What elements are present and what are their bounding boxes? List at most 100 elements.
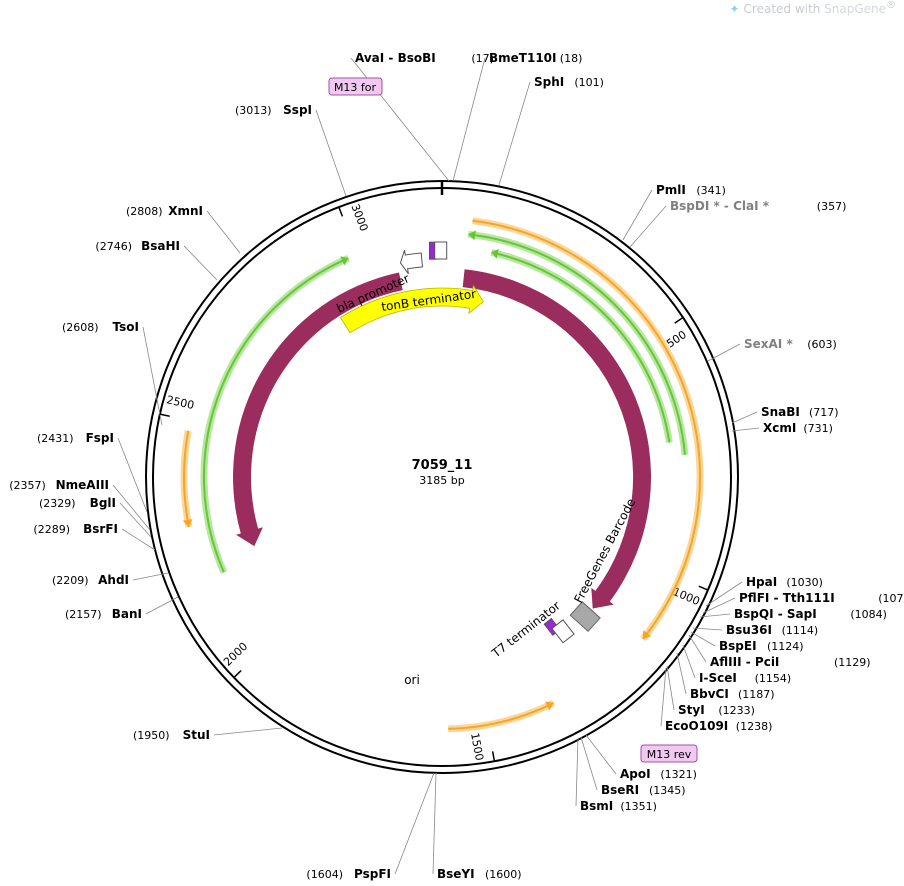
site-name: ApoI bbox=[620, 767, 651, 781]
site-position: (3013) bbox=[235, 104, 272, 117]
site-name: EcoO109I bbox=[665, 719, 728, 733]
site-bseri: BseRI(1345) bbox=[601, 783, 686, 797]
site-iscei: I-SceI(1154) bbox=[699, 671, 791, 685]
site-name: BseYI bbox=[437, 867, 475, 881]
site-name: AvaI - BsoBI bbox=[355, 51, 436, 65]
site-fspi: FspI (2431) bbox=[37, 431, 114, 445]
site-position: (717) bbox=[809, 406, 839, 419]
snapgene-watermark: ✦Created with SnapGene® bbox=[729, 0, 896, 16]
site-position: (1233) bbox=[718, 704, 755, 717]
site-name: BsaHI bbox=[141, 239, 180, 253]
snapgene-leaf-icon: ✦ bbox=[729, 2, 740, 16]
orf-arcs bbox=[180, 217, 704, 733]
orf-arc-left bbox=[180, 430, 193, 528]
site-position: (357) bbox=[817, 200, 847, 213]
site-position: (1124) bbox=[767, 640, 804, 653]
site-styi: StyI (1233) bbox=[678, 703, 755, 717]
m13-rev-primer: M13 rev bbox=[640, 744, 698, 763]
site-name: PmlI bbox=[656, 183, 686, 197]
m13-for-primer: M13 for bbox=[328, 77, 383, 96]
site-name: BseRI bbox=[601, 783, 639, 797]
site-position: (2431) bbox=[37, 432, 74, 445]
site-pmli: PmlI(341) bbox=[656, 183, 726, 197]
site-position: (2808) bbox=[126, 205, 163, 218]
site-position: (1950) bbox=[133, 729, 170, 742]
m13-for-label: M13 for bbox=[334, 81, 377, 94]
site-xmni: XmnI(2808) bbox=[126, 204, 203, 218]
site-position: (1129) bbox=[834, 656, 871, 669]
site-position: (1030) bbox=[786, 576, 823, 589]
tick-label-3000: 3000 bbox=[349, 202, 371, 233]
site-position: (101) bbox=[574, 76, 604, 89]
site-name: TsoI bbox=[113, 320, 139, 334]
site-hpai: HpaI (1030) bbox=[746, 575, 823, 589]
site-name: I-SceI bbox=[699, 671, 737, 685]
ori-feature-arrow bbox=[339, 284, 484, 334]
green-arc-left bbox=[200, 254, 350, 574]
tick-mark-500 bbox=[674, 316, 684, 324]
orf-arc-hrp bbox=[472, 217, 704, 642]
feature-arcs bbox=[233, 241, 652, 644]
plasmid-name: 7059_11 bbox=[412, 458, 473, 473]
site-position: (2157) bbox=[65, 608, 102, 621]
site-bbvci: BbvCI(1187) bbox=[690, 687, 775, 701]
site-position: (603) bbox=[807, 338, 837, 351]
tick-mark-1500 bbox=[491, 751, 496, 762]
bla-feature-label: bla bbox=[233, 371, 253, 393]
tick-label-1500: 1500 bbox=[468, 732, 486, 762]
restriction-sites: AvaI - BsoBI(17)BmeT110I(18)SphI(101)Pml… bbox=[9, 51, 904, 881]
site-sexai: SexAI * (603) bbox=[744, 337, 837, 351]
site-position: (2746) bbox=[95, 240, 132, 253]
site-position: (1604) bbox=[306, 868, 343, 881]
ori-feature-label: ori bbox=[404, 673, 420, 687]
site-name: PflFI - Tth111I bbox=[739, 591, 835, 605]
site-position: (2608) bbox=[62, 321, 99, 334]
site-position: (17) bbox=[471, 52, 494, 65]
site-bsu36i: Bsu36I (1114) bbox=[726, 623, 818, 637]
site-ahdi: AhdI(2209) bbox=[52, 573, 129, 587]
site-bgli: BglI(2329) bbox=[39, 496, 116, 510]
site-name: StyI bbox=[678, 703, 705, 717]
site-position: (1600) bbox=[485, 868, 522, 881]
site-bsahi: BsaHI (2746) bbox=[95, 239, 180, 253]
watermark-prefix: Created with bbox=[743, 2, 821, 16]
site-position: (1187) bbox=[738, 688, 775, 701]
site-position: (1114) bbox=[782, 624, 819, 637]
site-name: BspDI * - ClaI * bbox=[670, 199, 770, 213]
site-position: (1321) bbox=[660, 768, 697, 781]
site-name: SspI bbox=[283, 103, 312, 117]
site-name: FspI bbox=[86, 431, 114, 445]
site-position: (1084) bbox=[850, 608, 887, 621]
site-avai: AvaI - BsoBI (17) bbox=[355, 51, 494, 65]
site-bseyi: BseYI (1600) bbox=[437, 867, 522, 881]
green-arc-inner bbox=[490, 248, 673, 444]
site-position: (2357) bbox=[9, 479, 46, 492]
t7-terminator-box bbox=[551, 619, 575, 644]
site-snabi: SnaBI (717) bbox=[761, 405, 839, 419]
site-name: AflIII - PciI bbox=[710, 655, 779, 669]
site-name: BanI bbox=[112, 607, 142, 621]
site-stui: StuI(1950) bbox=[133, 728, 210, 742]
tick-mark-3000 bbox=[338, 206, 344, 217]
bla-feature-arrow bbox=[233, 272, 403, 547]
site-bani: BanI (2157) bbox=[65, 607, 142, 621]
plasmid-length: 3185 bp bbox=[419, 474, 464, 487]
tonb-terminator-box bbox=[434, 241, 448, 260]
site-sphi: SphI(101) bbox=[534, 75, 604, 89]
site-name: Bsu36I bbox=[726, 623, 772, 637]
site-bspdi: BspDI * - ClaI * (357) bbox=[670, 199, 846, 213]
site-position: (731) bbox=[803, 422, 833, 435]
watermark-reg: ® bbox=[886, 0, 896, 11]
site-bsrfi: BsrFI(2289) bbox=[33, 522, 118, 536]
site-name: SexAI * bbox=[744, 337, 793, 351]
site-name: SnaBI bbox=[761, 405, 800, 419]
watermark-brand: SnapGene bbox=[824, 2, 886, 16]
site-tsoi: TsoI (2608) bbox=[62, 320, 139, 334]
site-name: HpaI bbox=[746, 575, 777, 589]
site-position: (1238) bbox=[736, 720, 773, 733]
site-bsmi: BsmI(1351) bbox=[580, 799, 657, 813]
site-name: XcmI bbox=[763, 421, 796, 435]
site-name: AhdI bbox=[98, 573, 129, 587]
site-ecoo109i: EcoO109I (1238) bbox=[665, 719, 772, 733]
